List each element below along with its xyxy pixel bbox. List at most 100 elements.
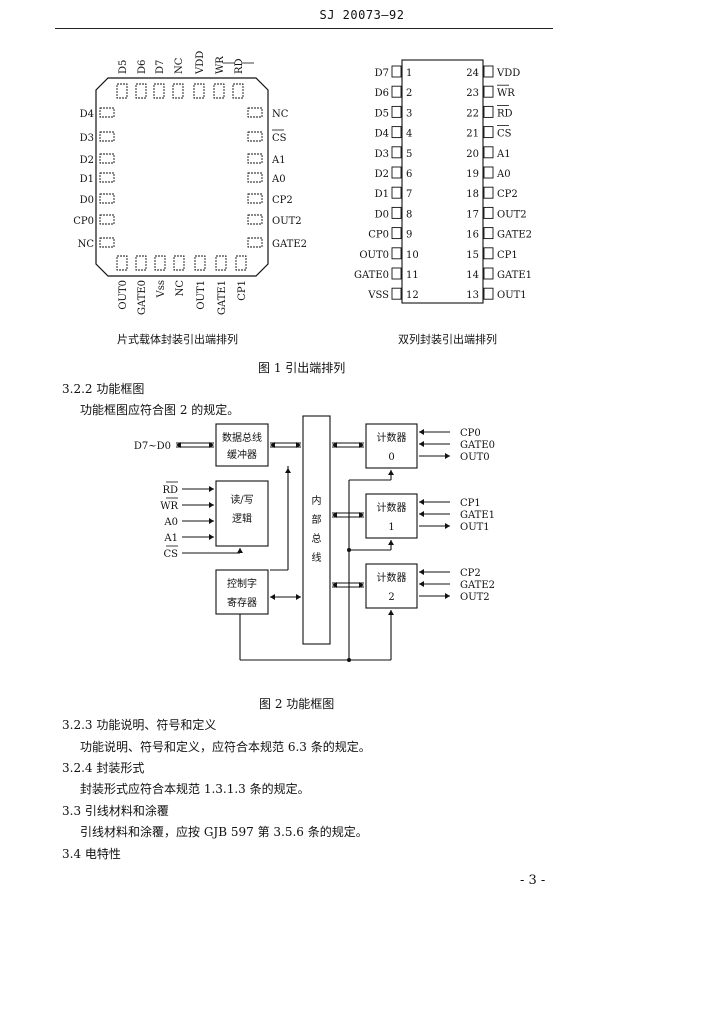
arrow-head	[332, 442, 337, 448]
arrow-head	[359, 582, 364, 588]
arrow-head	[296, 594, 301, 600]
dip-pin-name-left: D5	[375, 108, 389, 119]
counter-cp-label: CP0	[460, 428, 481, 439]
rw-input-label: A0	[163, 517, 178, 528]
plcc-pin-label-top: VDD	[195, 51, 206, 75]
dip-pin-pad-right	[483, 267, 494, 280]
counter-label: 计数器	[377, 571, 407, 584]
internal-bus-label-char: 部	[312, 513, 322, 526]
dip-pin-number-right: 23	[466, 88, 479, 99]
arrow-head	[332, 582, 337, 588]
dip-pin-name-right: GATE2	[497, 230, 532, 241]
arrow-head	[209, 442, 214, 448]
dip-pin-pad-left	[391, 267, 402, 280]
section-3-3-heading: 3.3 引线材料和涂覆	[62, 804, 169, 818]
dip-pin-number-right: 14	[466, 270, 479, 281]
counter-label: 计数器	[377, 431, 407, 444]
dip-pin-pad-right	[483, 186, 494, 199]
dip-pin-number-right: 24	[466, 68, 479, 79]
plcc-pin-pad	[235, 255, 247, 271]
dip-pin-name-right: A1	[496, 149, 511, 160]
dip-pin-pad-right	[483, 146, 494, 159]
plcc-pin-pad	[193, 83, 205, 99]
dip-pin-pad-right	[483, 85, 494, 98]
dip-pin-number-right: 20	[466, 149, 479, 160]
plcc-pin-pad	[153, 83, 165, 99]
arrow-head	[209, 486, 214, 492]
dip-pin-pad-left	[391, 186, 402, 199]
dip-pin-pad-right	[483, 166, 494, 179]
plcc-pin-pad	[99, 237, 115, 248]
plcc-pin-pad	[173, 255, 185, 271]
arrow-head	[332, 512, 337, 518]
dip-pin-number-left: 5	[406, 149, 412, 160]
arrow-head	[419, 429, 424, 435]
dip-pin-name-left: D7	[375, 68, 389, 79]
plcc-pin-label-bottom: Vss	[156, 280, 167, 299]
plcc-pin-pad	[232, 83, 244, 99]
dip-pin-number-right: 13	[466, 290, 479, 301]
dip-pin-name-left: D0	[375, 209, 389, 220]
dip-pin-pad-right	[483, 287, 494, 300]
dip-pin-name-left: D1	[375, 189, 389, 200]
dip-pin-name-right: WR	[497, 88, 515, 99]
dip-pin-name-right: CS	[497, 129, 512, 140]
dip-pin-number-right: 22	[466, 108, 479, 119]
plcc-pin-label-bottom: OUT1	[196, 280, 207, 310]
counter-out-label: OUT0	[460, 452, 490, 463]
dip-pin-number-right: 18	[466, 189, 479, 200]
plcc-pin-pad	[99, 214, 115, 225]
figure-2-block-diagram: 数据总线缓冲器读/写逻辑控制字寄存器内部总线D7~D0RDWRA0A1CS计数器…	[134, 415, 495, 662]
header-code: SJ 20073—92	[319, 8, 405, 22]
dip-pin-number-right: 21	[466, 129, 479, 140]
section-3-2-3-heading: 3.2.3 功能说明、符号和定义	[62, 718, 217, 732]
arrow-head	[359, 512, 364, 518]
plcc-pin-label-top: WR	[215, 56, 226, 74]
rw-input-label: RD	[162, 485, 178, 496]
dip-pin-pad-right	[483, 105, 494, 118]
plcc-pin-label-bottom: NC	[175, 280, 186, 297]
figure-1-title: 图 1 引出端排列	[258, 361, 346, 375]
arrow-head	[388, 540, 394, 545]
dip-pin-pad-left	[391, 85, 402, 98]
dip-pin-name-left: CP0	[368, 230, 389, 241]
plcc-pin-pad	[247, 237, 263, 248]
plcc-pin-pad	[99, 131, 115, 142]
rw-input-label: WR	[160, 501, 178, 512]
dip-pin-number-left: 8	[406, 209, 412, 220]
dip-pin-number-right: 16	[466, 230, 479, 241]
arrow-head	[285, 468, 291, 473]
plcc-pin-pad	[116, 255, 128, 271]
counter-out-label: OUT2	[460, 592, 490, 603]
plcc-pin-label-top: D5	[118, 60, 129, 74]
dip-pin-pad-left	[391, 227, 402, 240]
read-write-logic-block	[215, 480, 269, 547]
plcc-pin-label-right: CS	[272, 133, 287, 144]
arrow-head	[445, 453, 450, 459]
plcc-pin-pad	[194, 255, 206, 271]
plcc-pin-label-left: D4	[80, 109, 94, 120]
dip-pin-pad-left	[391, 166, 402, 179]
dip-pin-name-left: VSS	[367, 290, 389, 301]
internal-bus-label-char: 总	[312, 532, 322, 545]
dip-pin-number-left: 1	[406, 68, 412, 79]
dip-pin-number-left: 7	[406, 189, 412, 200]
arrow-head	[237, 548, 243, 553]
plcc-pin-pad	[99, 153, 115, 164]
arrow-head	[296, 442, 301, 448]
counter-cp-label: CP2	[460, 568, 481, 579]
dip-pin-name-left: D4	[375, 129, 389, 140]
counter-block	[365, 423, 418, 469]
dip-pin-number-left: 11	[406, 270, 419, 281]
plcc-pin-label-right: NC	[272, 109, 289, 120]
plcc-pin-pad	[99, 107, 115, 118]
buffer-label-line1: 数据总线	[222, 431, 262, 444]
plcc-pin-label-right: A0	[271, 174, 286, 185]
plcc-pin-label-right: A1	[271, 155, 286, 166]
counter-cp-label: CP1	[460, 498, 481, 509]
dip-pin-pad-left	[391, 247, 402, 260]
page-number: - 3 -	[520, 873, 546, 888]
plcc-pin-label-top: D6	[137, 60, 148, 74]
figure-2-title: 图 2 功能框图	[259, 697, 335, 711]
